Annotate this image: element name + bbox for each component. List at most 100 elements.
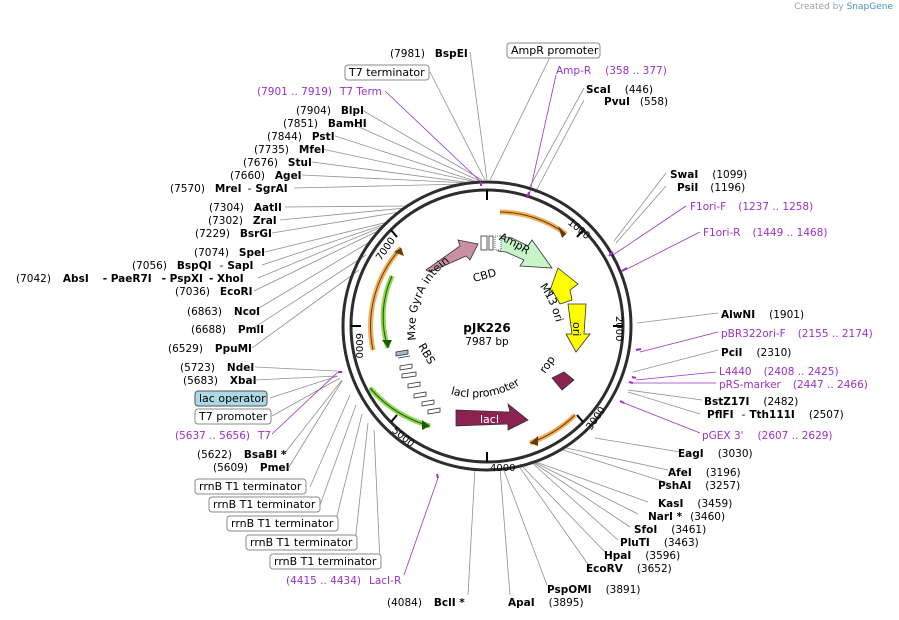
enzyme-label-stui: (7676)StuI — [243, 157, 312, 169]
enzyme-label-scai: ScaI(446) — [586, 84, 653, 96]
box-t7-terminator: T7 terminator — [348, 66, 425, 79]
enzyme-label-bamhi: (7851)BamHI — [283, 118, 367, 130]
enzyme-label-pspomi: PspOMI(3891) — [547, 584, 640, 596]
primer-label-pbr322ori-f: pBR322ori-F(2155 .. 2174) — [721, 328, 873, 340]
left-primer-labels: (7901 .. 7919)T7 Term (5637 .. 5656)T7 (… — [175, 86, 401, 587]
primer-markers — [338, 182, 642, 479]
primer-label-pgex3: pGEX 3'(2607 .. 2629) — [702, 430, 833, 442]
feature-label-ori: ori — [570, 322, 583, 336]
left-enzyme-labels: (7981)BspEI (7904)BlpI (7851)BamHI (7844… — [16, 48, 468, 609]
enzyme-label-absi: (7042)AbsI- PaeR7I- PspXI- XhoI — [16, 273, 244, 285]
enzyme-label-ndei: (5723)NdeI — [180, 362, 254, 374]
enzyme-label-mrei: (7570)MreI-SgrAI — [170, 183, 288, 195]
enzyme-label-eagi: EagI(3030) — [678, 448, 753, 460]
ampr-arrow — [497, 235, 553, 269]
backbone-outer-ring — [341, 180, 633, 472]
arc-arrowheads — [382, 226, 566, 446]
intein-arrow — [425, 239, 479, 273]
enzyme-label-pluti: PluTI(3463) — [620, 537, 699, 549]
enzyme-label-zrai: (7302)ZraI — [208, 215, 277, 227]
box-rrnb-2: rrnB T1 terminator — [213, 498, 316, 511]
enzyme-label-ecori: (7036)EcoRI — [175, 286, 253, 298]
feature-label-laci: lacI — [480, 413, 499, 426]
ampr-promoter-arc — [499, 209, 568, 237]
primer-label-prs-marker: pRS-marker(2447 .. 2466) — [719, 379, 868, 391]
enzyme-label-nari: NarI *(3460) — [648, 511, 725, 523]
credit-prefix: Created by — [794, 2, 844, 12]
enzyme-label-ncoi: (6863)NcoI — [187, 306, 260, 318]
right-primer-labels: Amp-R(358 .. 377) F1ori-F(1237 .. 1258) … — [556, 65, 873, 442]
enzyme-label-swai: SwaI(1099) — [670, 169, 747, 181]
primer-label-f1ori-r: F1ori-R(1449 .. 1468) — [703, 227, 827, 239]
feature-label-intein: Mxe GyrA intein — [405, 254, 451, 341]
feature-label-rbs: RBS — [415, 341, 437, 367]
box-rrnb-1: rrnB T1 terminator — [199, 480, 302, 493]
right-enzyme-labels: ScaI(446) PvuI(558) SwaI(1099) PsiI(1196… — [508, 84, 844, 609]
enzyme-label-agei: (7660)AgeI — [230, 170, 302, 182]
plasmid-length: 7987 bp — [465, 336, 509, 348]
enzyme-label-ppumi: (6529)PpuMI — [168, 343, 252, 355]
box-rrnb-5: rrnB T1 terminator — [274, 555, 377, 568]
primer-label-t7term: (7901 .. 7919)T7 Term — [257, 86, 382, 98]
feature-arrows — [395, 235, 591, 431]
enzyme-label-sfoi: SfoI(3461) — [634, 524, 706, 536]
enzyme-label-spei: (7074)SpeI — [194, 247, 265, 259]
box-lac-operator: lac operator — [199, 392, 266, 405]
tick-label-6000: 6000 — [353, 333, 364, 358]
box-labels: AmpR promoter T7 terminator lac operator… — [194, 42, 601, 570]
enzyme-label-pflfi: PflFI-Tth111I(2507) — [707, 409, 844, 421]
enzyme-label-pvui: PvuI(558) — [604, 96, 668, 108]
box-rrnb-4: rrnB T1 terminator — [250, 536, 353, 549]
box-ampr-promoter: AmpR promoter — [511, 44, 599, 57]
enzyme-label-psii: PsiI(1196) — [677, 182, 745, 194]
primer-label-amp-r: Amp-R(358 .. 377) — [556, 65, 667, 77]
tick-label-2000: 2000 — [613, 316, 624, 341]
enzyme-label-bspei: (7981)BspEI — [390, 48, 468, 60]
cbd-box — [480, 235, 488, 251]
feature-label-rop: rop — [537, 354, 558, 376]
enzyme-label-apai: ApaI(3895) — [508, 597, 584, 609]
ori-arrow — [565, 303, 591, 353]
snapgene-credit: Created by SnapGene — [794, 2, 893, 12]
leader-lines — [251, 50, 719, 596]
box-t7-promoter: T7 promoter — [198, 410, 268, 423]
laci-arrow — [455, 402, 529, 431]
plasmid-name: pJK226 — [463, 321, 510, 335]
enzyme-label-pcii: PciI(2310) — [721, 347, 791, 359]
tick-label-5000: 5000 — [389, 425, 416, 450]
primer-lines — [271, 74, 719, 576]
primer-label-l4440: L4440(2408 .. 2425) — [719, 366, 839, 378]
enzyme-label-ecorv: EcoRV(3652) — [586, 563, 672, 575]
primer-label-f1ori-f: F1ori-F(1237 .. 1258) — [690, 201, 813, 213]
enzyme-label-kasi: KasI(3459) — [658, 498, 732, 510]
enzyme-label-xbai: (5683)XbaI — [183, 375, 257, 387]
m13-ori-arrow — [547, 267, 579, 305]
rbs-marks — [395, 349, 409, 357]
enzyme-label-pmei: (5609)PmeI — [213, 462, 290, 474]
enzyme-label-pmli: (6688)PmlI — [191, 324, 264, 336]
feature-label-laci-promoter: lacI promoter — [450, 376, 522, 401]
tick-label-1000: 1000 — [565, 217, 592, 242]
enzyme-label-aatii: (7304)AatII — [209, 202, 282, 214]
feature-label-cbd: CBD — [471, 266, 497, 285]
enzyme-label-mfei: (7735)MfeI — [254, 144, 325, 156]
enzyme-label-bsabi: (5622)BsaBI * — [197, 449, 287, 461]
tick-label-4000: 4000 — [490, 463, 515, 474]
tick-marks — [351, 190, 623, 462]
enzyme-label-afei: AfeI(3196) — [668, 467, 741, 479]
box-rrnb-3: rrnB T1 terminator — [231, 517, 334, 530]
primer-label-t7: (5637 .. 5656)T7 — [175, 430, 271, 442]
enzyme-label-psti: (7844)PstI — [267, 131, 335, 143]
enzyme-label-bcli: (4084)BclI * — [387, 597, 465, 609]
enzyme-label-bstz17i: BstZ17I(2482) — [704, 396, 798, 408]
enzyme-label-alwni: AlwNI(1901) — [721, 309, 804, 321]
snapgene-logo: SnapGene — [846, 2, 893, 12]
enzyme-label-hpai: HpaI(3596) — [604, 550, 680, 562]
enzyme-label-blpi: (7904)BlpI — [296, 105, 364, 117]
rop-arrow — [551, 371, 575, 391]
enzyme-label-bsrgi: (7229)BsrGI — [195, 228, 272, 240]
enzyme-label-pshai: PshAI(3257) — [658, 480, 740, 492]
enzyme-label-bspqi: (7056)BspQI-SapI — [132, 260, 253, 272]
primer-label-laci-r: (4415 .. 4434)LacI-R — [286, 575, 401, 587]
